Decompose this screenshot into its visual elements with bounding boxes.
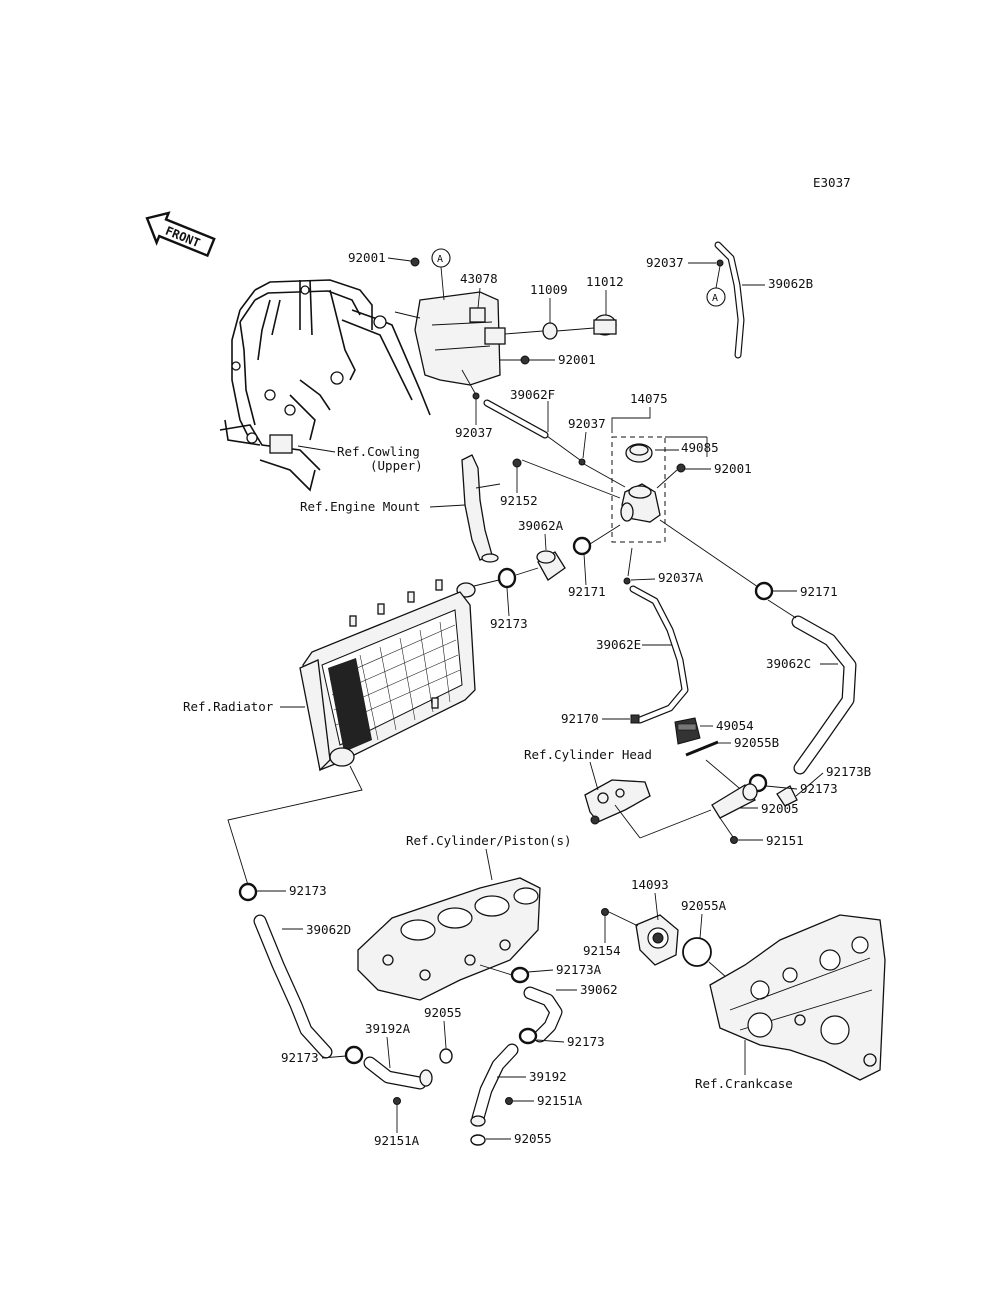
- label-92151: 92151: [766, 833, 804, 848]
- label-92055A: 92055A: [681, 898, 727, 913]
- clip-92037-mid-icon: [578, 458, 586, 466]
- bolt-92151A-right-icon: [505, 1097, 513, 1105]
- ref-crankcase-label: Ref.Crankcase: [695, 1076, 793, 1091]
- label-14075: 14075: [630, 391, 668, 406]
- clip-92037A-icon: [623, 577, 631, 585]
- clamp-92173-bl-icon: [344, 1045, 364, 1065]
- label-39062: 39062: [580, 982, 618, 997]
- cylinder-head-part: [584, 779, 651, 825]
- label-49085: 49085: [681, 440, 719, 455]
- label-92171-right: 92171: [800, 584, 838, 599]
- ref-cylinder-head-label: Ref.Cylinder Head: [524, 747, 652, 762]
- clip-92170-icon: [630, 714, 640, 724]
- label-92171-left: 92171: [568, 584, 606, 599]
- bolt-92001-top-icon: [410, 257, 420, 267]
- label-92151A-left: 92151A: [374, 1133, 420, 1148]
- label-39192: 39192: [529, 1069, 567, 1084]
- label-92037A: 92037A: [658, 570, 704, 585]
- thermostat-housing: [620, 483, 661, 523]
- clamp-92173A-icon: [510, 966, 530, 984]
- pipe-39192: [470, 1043, 519, 1127]
- thermostat-49054: [674, 717, 701, 745]
- hose-39062A: [536, 550, 566, 581]
- ref-cylinder-piston-label: Ref.Cylinder/Piston(s): [406, 833, 572, 848]
- label-39062A: 39062A: [518, 518, 564, 533]
- fitting-92005: [711, 783, 758, 819]
- bolt-92001-mid-icon: [520, 355, 530, 365]
- bolt-92151A-left-icon: [393, 1097, 401, 1105]
- label-39062D: 39062D: [306, 922, 351, 937]
- clamp-92173-left-icon: [238, 882, 258, 902]
- label-43078: 43078: [460, 271, 498, 286]
- oring-92055A-icon: [682, 937, 712, 967]
- label-39192A: 39192A: [365, 1021, 411, 1036]
- label-92173B: 92173B: [826, 764, 871, 779]
- ref-cowling-label: Ref.Cowling: [337, 444, 420, 459]
- clamp-92171-right-icon: [754, 581, 774, 601]
- radiator: [299, 579, 476, 772]
- label-92152: 92152: [500, 493, 538, 508]
- clip-92037-top-icon: [716, 259, 724, 267]
- reserve-tank: [394, 291, 506, 386]
- diagram-code: E3037: [813, 175, 851, 190]
- bolt-92154-icon: [601, 908, 609, 916]
- label-49054: 49054: [716, 718, 754, 733]
- bolt-92001-right-icon: [676, 463, 686, 473]
- engine-mount-bracket: [461, 454, 499, 563]
- label-92055-left: 92055: [424, 1005, 462, 1020]
- clip-92037-left-icon: [472, 392, 480, 400]
- ref-marker-a-tank-label: A: [437, 254, 443, 265]
- ref-cowling-sublabel: (Upper): [370, 458, 423, 473]
- label-92001-top: 92001: [348, 250, 386, 265]
- label-92037-left: 92037: [455, 425, 493, 440]
- assembly-14075-box: [611, 436, 666, 543]
- label-92170: 92170: [561, 711, 599, 726]
- front-arrow-icon: FRONT: [145, 211, 216, 258]
- ref-radiator-label: Ref.Radiator: [183, 699, 274, 714]
- bolt-92151-icon: [730, 836, 738, 844]
- label-39062C: 39062C: [766, 656, 811, 671]
- cap-49085-icon: [625, 443, 653, 463]
- label-92173-left: 92173: [289, 883, 327, 898]
- label-92037-top: 92037: [646, 255, 684, 270]
- oring-92055-left-icon: [439, 1048, 453, 1064]
- gasket-92055B-icon: [685, 740, 719, 757]
- label-92005: 92005: [761, 801, 799, 816]
- label-39062B: 39062B: [768, 276, 813, 291]
- label-39062E: 39062E: [596, 637, 641, 652]
- clamp-92171-left-icon: [572, 536, 592, 556]
- label-92173-right: 92173: [800, 781, 838, 796]
- clamp-92173-bm-icon: [518, 1027, 538, 1045]
- label-92055B: 92055B: [734, 735, 779, 750]
- label-92151A-right: 92151A: [537, 1093, 583, 1108]
- cylinder-block: [357, 877, 541, 1001]
- bolt-92152-icon: [512, 458, 522, 468]
- clamp-92173B-icon: [776, 785, 798, 807]
- oring-92055-bottom-icon: [470, 1134, 486, 1146]
- seal-11009-icon: [542, 322, 558, 340]
- ref-marker-a-hose-label: A: [712, 293, 718, 304]
- cowling-frame: [219, 279, 431, 492]
- label-92055-bottom: 92055: [514, 1131, 552, 1146]
- label-92001-right: 92001: [714, 461, 752, 476]
- label-92173-bm: 92173: [567, 1034, 605, 1049]
- label-11009: 11009: [530, 282, 568, 297]
- ref-engine-mount-label: Ref.Engine Mount: [300, 499, 420, 514]
- cap-11012-icon: [593, 314, 617, 336]
- label-92154: 92154: [583, 943, 621, 958]
- water-pump-cover-14093: [635, 914, 679, 966]
- label-92173-upper: 92173: [490, 616, 528, 631]
- clamp-92173-upper-icon: [497, 567, 517, 589]
- label-92001-mid: 92001: [558, 352, 596, 367]
- label-92173A: 92173A: [556, 962, 602, 977]
- label-92173-bl: 92173: [281, 1050, 319, 1065]
- label-14093: 14093: [631, 877, 669, 892]
- label-11012: 11012: [586, 274, 624, 289]
- label-92037-mid: 92037: [568, 416, 606, 431]
- label-39062F: 39062F: [510, 387, 555, 402]
- crankcase: [709, 914, 886, 1081]
- pipe-39192A: [363, 1056, 433, 1090]
